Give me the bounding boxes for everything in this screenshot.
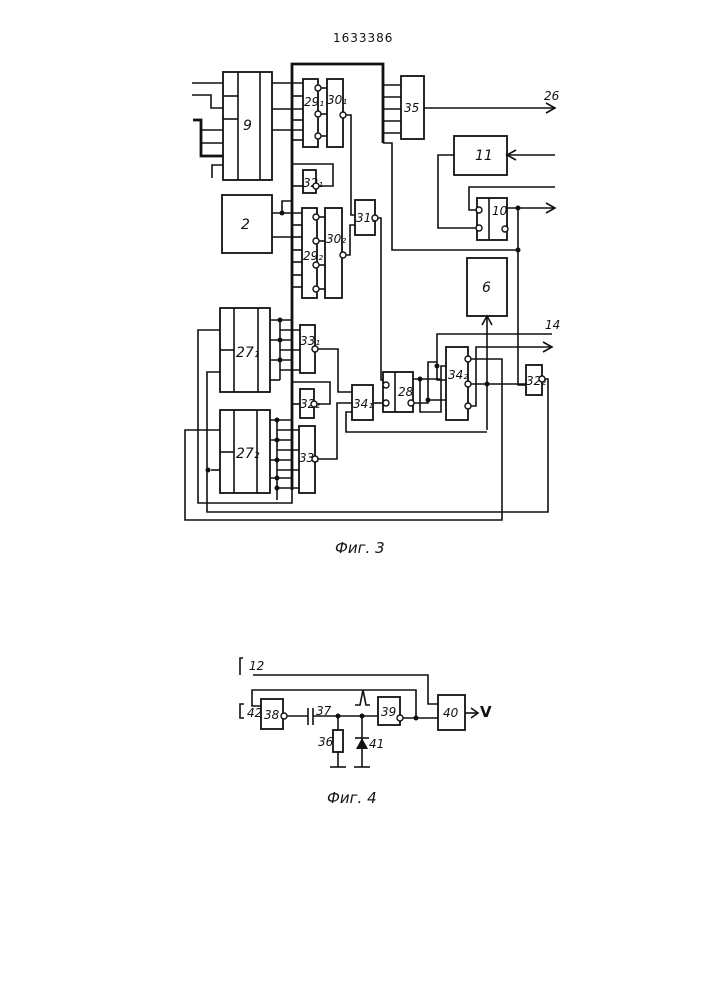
svg-text:33₁: 33₁ (300, 334, 320, 348)
figure-4-caption: Фиг. 4 (327, 789, 377, 807)
block-9: 9 (223, 72, 272, 180)
block-34-1: 34₁ (352, 385, 373, 420)
block-32-1: 32₁ (303, 170, 323, 193)
block-11: 11 (454, 136, 507, 175)
block-6: 6 (467, 258, 507, 316)
figure-3-caption: Фиг. 3 (335, 539, 385, 557)
block-27-1: 27₁ (220, 308, 270, 392)
output-14-label: 14 (545, 318, 560, 332)
block-27-2: 27₂ (220, 410, 270, 493)
svg-text:41: 41 (369, 737, 384, 751)
block-10: 10 (477, 198, 508, 240)
block-38: 38 (261, 699, 283, 729)
svg-text:30₂: 30₂ (326, 232, 346, 246)
capacitor-37: 37 (308, 704, 332, 725)
block-40: 40 (438, 695, 465, 730)
block-39: 39 (378, 697, 400, 725)
output-v-label: V (480, 703, 492, 721)
svg-text:27₂: 27₂ (236, 446, 260, 462)
figure-4: 12 42 38 37 36 41 (240, 658, 492, 807)
signal-12-label: 12 (249, 659, 264, 673)
pulse-shape (355, 690, 370, 705)
svg-text:35: 35 (404, 101, 419, 115)
svg-text:29₂: 29₂ (303, 249, 323, 263)
output-26-label: 26 (544, 89, 560, 103)
svg-text:40: 40 (443, 706, 459, 720)
patent-number: 1633386 (333, 31, 393, 45)
svg-text:2: 2 (241, 217, 250, 233)
svg-text:27₁: 27₁ (236, 345, 259, 361)
svg-text:34₁: 34₁ (353, 397, 373, 411)
signal-12-marker (240, 658, 243, 675)
signal-42-label: 42 (247, 706, 262, 720)
svg-text:6: 6 (482, 280, 491, 296)
pulse-marker (240, 704, 244, 718)
svg-text:39: 39 (381, 705, 396, 719)
block-9-label: 9 (243, 118, 252, 134)
block-29-2: 29₂ (302, 208, 323, 298)
svg-text:10: 10 (492, 204, 508, 218)
svg-text:36: 36 (318, 735, 334, 749)
svg-text:28: 28 (398, 385, 414, 399)
figure-3: 9 29₁ 30₁ 35 (185, 64, 560, 557)
block-2: 2 (222, 195, 272, 253)
svg-text:11: 11 (475, 148, 493, 164)
svg-text:38: 38 (264, 708, 280, 722)
resistor-36: 36 (318, 716, 346, 767)
block-35: 35 (401, 76, 424, 139)
svg-text:29₁: 29₁ (304, 95, 324, 109)
svg-text:34₂: 34₂ (448, 368, 468, 382)
svg-text:30₁: 30₁ (327, 93, 347, 107)
